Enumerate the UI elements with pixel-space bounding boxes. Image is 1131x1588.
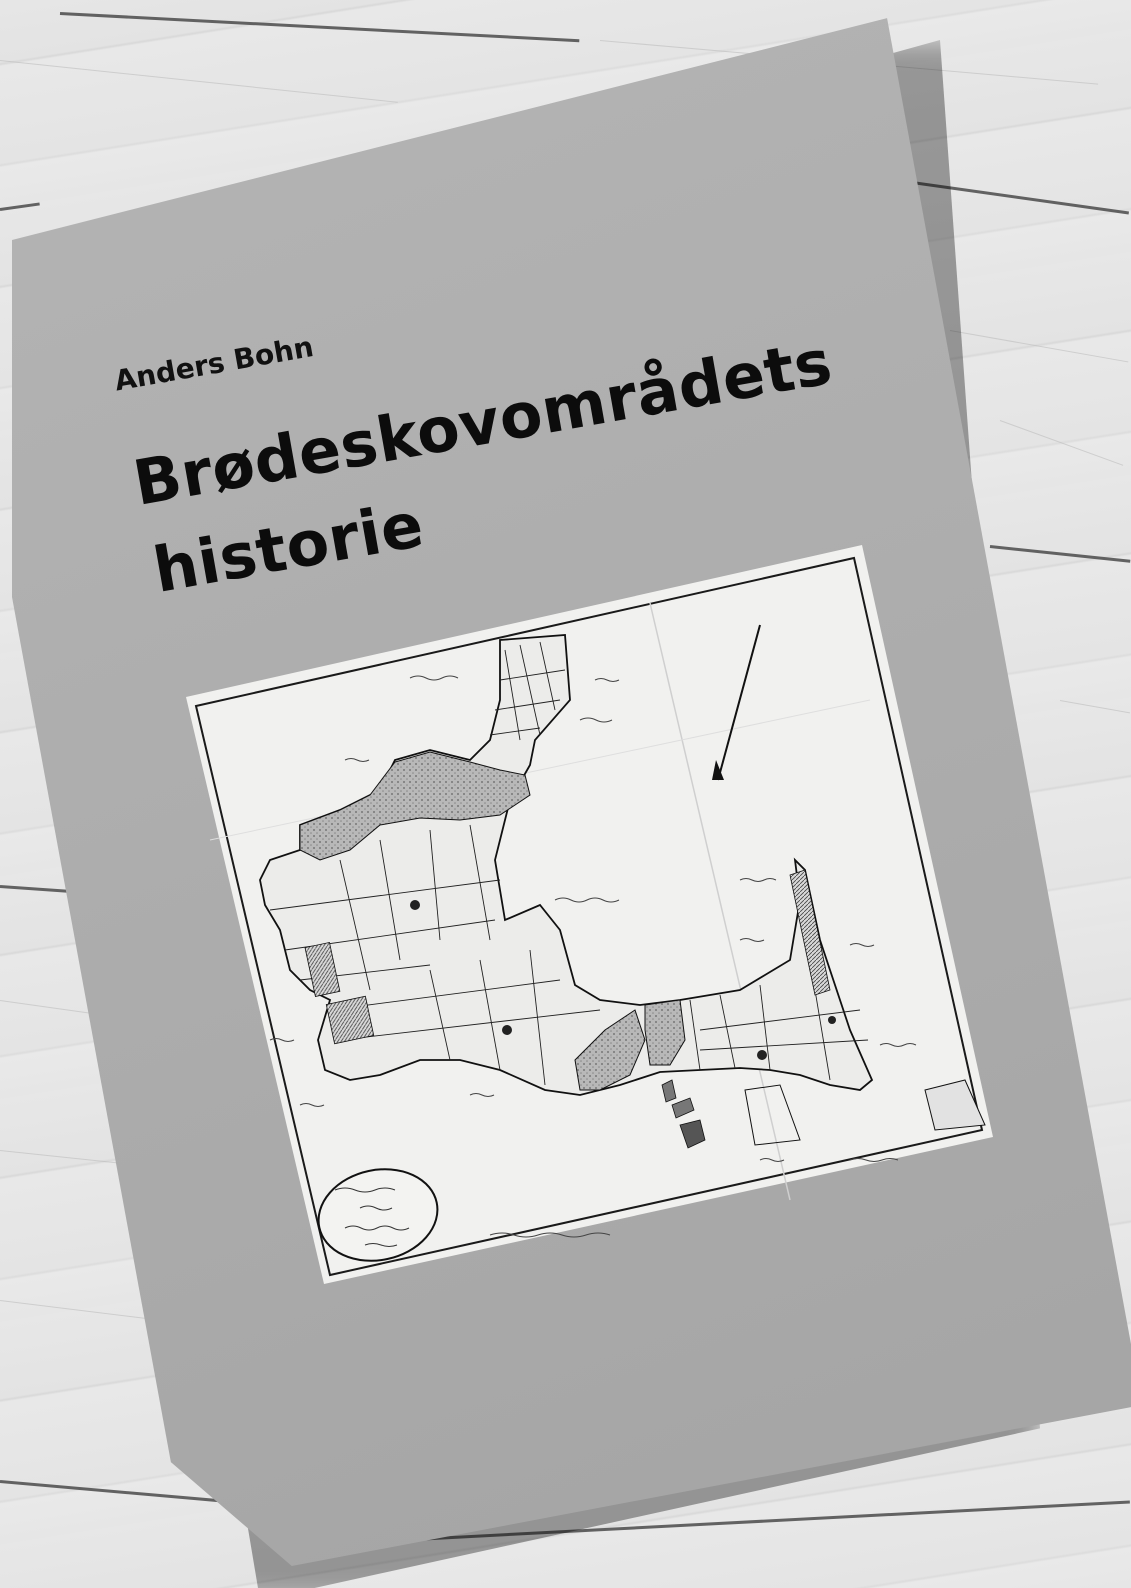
hatched-parcel (304, 941, 341, 998)
map-border (194, 556, 984, 1277)
detached-parcel (679, 1119, 706, 1149)
detached-parcel (661, 1079, 677, 1103)
village-marker (828, 1016, 836, 1024)
forest-area (299, 751, 531, 861)
forest-area (574, 1009, 646, 1091)
map-handwriting (269, 675, 917, 1238)
detached-parcel (744, 1084, 801, 1146)
hatched-parcel (325, 995, 375, 1045)
village-marker (757, 1050, 767, 1060)
detached-parcel (924, 1079, 986, 1131)
map-fold-line (649, 602, 791, 1201)
map-cartouche-icon (317, 1168, 439, 1262)
map-paper (186, 545, 993, 1284)
forest-area (644, 999, 686, 1066)
village-marker (502, 1025, 512, 1035)
village-marker (410, 900, 420, 910)
detached-parcel (671, 1097, 695, 1119)
north-arrow-icon (712, 624, 761, 781)
hatched-strip (789, 869, 831, 996)
